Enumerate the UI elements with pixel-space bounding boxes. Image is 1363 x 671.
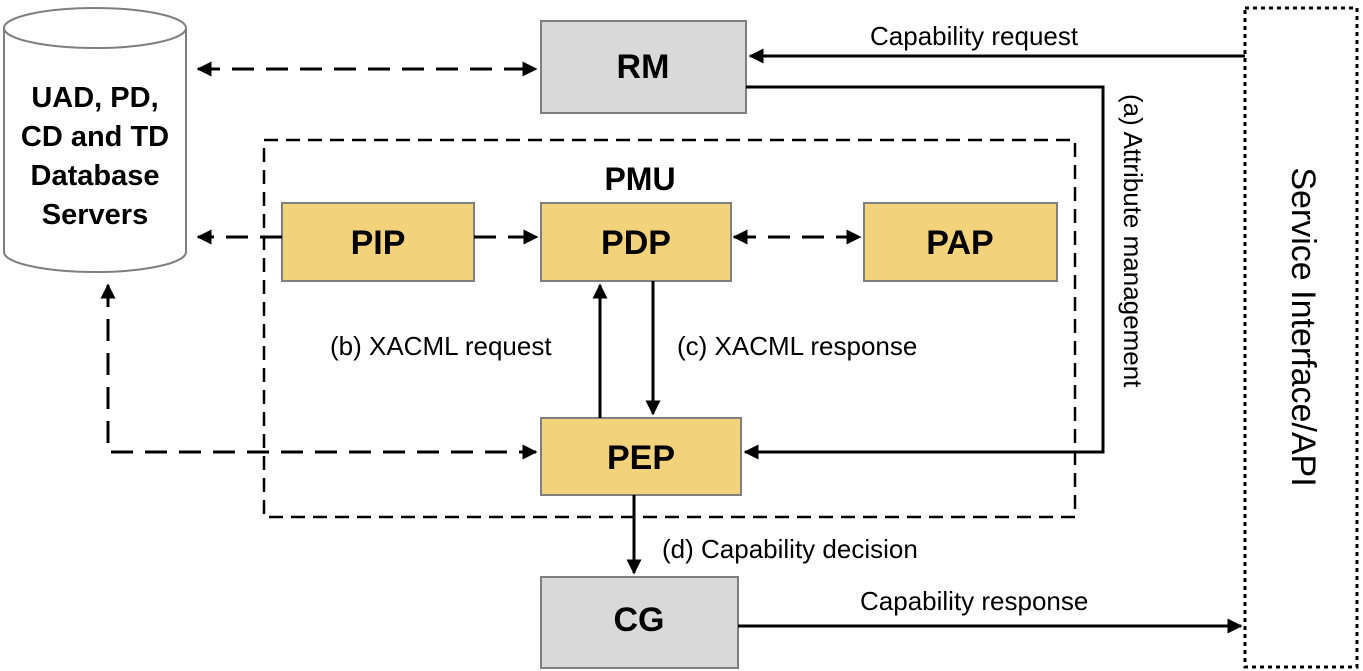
database-label-line-4: Servers [42,199,148,231]
database-label-line-2: CD and TD [21,121,169,153]
cg-label: CG [614,601,665,639]
rm-label: RM [617,48,670,86]
edge-rm-pep [743,85,1105,460]
capability-request-label: Capability request [870,21,1079,51]
rm-box [540,20,747,114]
service-api-label: Service Interface/API [1284,167,1322,486]
attribute-management-label: (a) Attribute management [1118,94,1148,388]
database-label-line-3: Database [31,160,160,192]
capability-response-label: Capability response [860,586,1088,616]
cg-box [540,576,739,669]
pdp-label: PDP [601,224,671,262]
pip-box [281,202,475,282]
pmu-label: PMU [604,161,675,197]
pip-label: PIP [351,224,406,262]
pep-label: PEP [607,439,675,477]
pdp-box [540,202,732,282]
database-cylinder: UAD, PD, CD and TD Database Servers [3,7,187,273]
xacml-response-label: (c) XACML response [677,331,917,361]
database-label-line-1: UAD, PD, [31,82,158,114]
service-api-box [1243,6,1359,669]
capability-decision-label: (d) Capability decision [662,534,918,564]
pap-box [863,202,1058,282]
pap-label: PAP [926,224,993,262]
edge-db-pep [100,283,538,460]
xacml-request-label: (b) XACML request [330,331,552,361]
pep-box [540,417,742,496]
